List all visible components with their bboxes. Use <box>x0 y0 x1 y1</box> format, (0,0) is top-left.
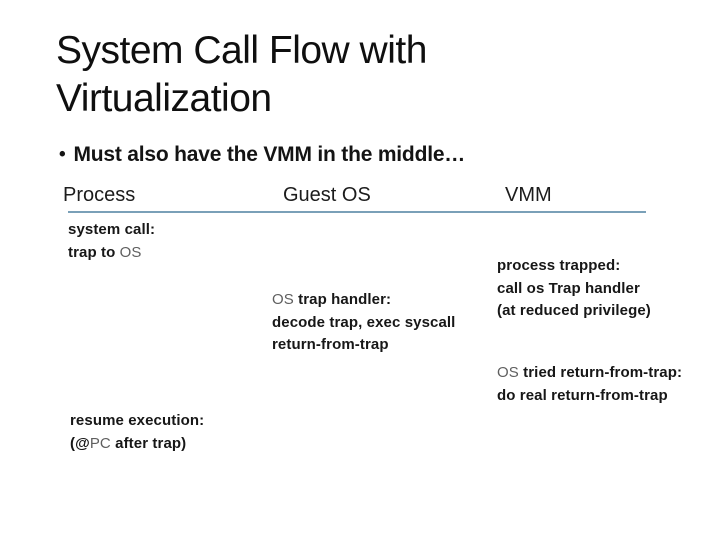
flow-run: after trap) <box>110 434 187 452</box>
flow-line: system call: <box>68 221 156 238</box>
title-line-2: Virtualization <box>56 77 272 120</box>
flow-line: process trapped: <box>497 257 621 274</box>
slide-title: System Call Flow with Virtualization <box>56 27 427 123</box>
flow-step-process-trapped: process trapped: call os Trap handler (a… <box>497 255 651 323</box>
flow-run: (@ <box>70 434 90 452</box>
column-header-vmm: VMM <box>505 184 552 206</box>
flow-run-muted: OS <box>497 364 519 381</box>
flow-step-os-trap-handler: OS trap handler: decode trap, exec sysca… <box>272 289 455 357</box>
flow-line: decode trap, exec syscall <box>272 313 456 331</box>
flow-line: call os Trap handler <box>497 279 640 297</box>
flow-run: tried return-from-trap: <box>518 364 683 381</box>
flow-line: trap to OS <box>68 242 155 265</box>
flow-line: do real return-from-trap <box>497 386 668 404</box>
flow-line: resume execution: <box>70 412 205 429</box>
column-header-divider <box>68 211 646 213</box>
flow-run-muted: OS <box>119 243 142 261</box>
flow-run: trap handler: <box>293 291 392 308</box>
flow-line: return-from-trap <box>272 336 389 353</box>
column-header-process: Process <box>63 184 136 206</box>
flow-line: (at reduced privilege) <box>497 302 651 319</box>
flow-step-resume-execution: resume execution: (@PC after trap) <box>70 410 204 455</box>
flow-line: OS trap handler: <box>272 289 455 312</box>
flow-step-os-tried-return: OS tried return-from-trap: do real retur… <box>497 362 682 407</box>
flow-line: (@PC after trap) <box>70 433 204 456</box>
column-header-guest-os: Guest OS <box>283 184 371 206</box>
flow-run: trap to <box>68 243 120 261</box>
flow-run-muted: PC <box>89 434 111 452</box>
bullet-text: Must also have the VMM in the middle… <box>73 143 466 166</box>
flow-step-system-call: system call: trap to OS <box>68 219 155 264</box>
bullet-item: • Must also have the VMM in the middle… <box>59 143 465 167</box>
title-line-1: System Call Flow with <box>56 29 427 72</box>
bullet-icon: • <box>59 144 66 165</box>
flow-line: OS tried return-from-trap: <box>497 362 682 385</box>
flow-run-muted: OS <box>272 291 294 308</box>
